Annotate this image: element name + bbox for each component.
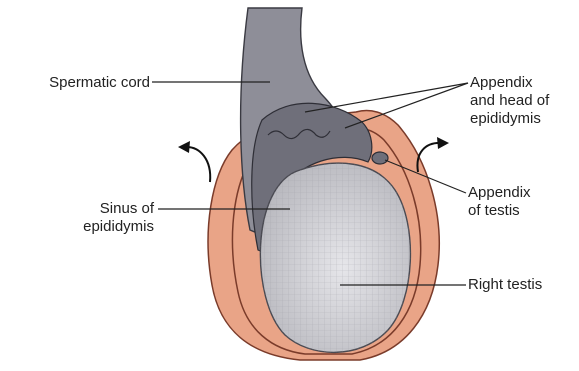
label-appendix-of-testis: Appendix of testis <box>468 184 531 220</box>
leader-appendix-head-a <box>345 83 468 128</box>
label-sinus-of-epididymis: Sinus of epididymis <box>50 200 154 236</box>
curved-arrow-left-icon <box>178 141 210 182</box>
label-appendix-line3: epididymis <box>470 110 549 128</box>
label-appendix-line1: Appendix <box>470 74 549 92</box>
label-spermatic-cord: Spermatic cord <box>2 74 150 92</box>
appendix-of-testis <box>372 152 388 164</box>
testis-texture <box>260 163 410 352</box>
label-right-testis: Right testis <box>468 276 542 294</box>
label-appendix-line2: and head of <box>470 92 549 110</box>
label-sinus-line2: epididymis <box>50 218 154 236</box>
label-right-testis-text: Right testis <box>468 276 542 293</box>
label-appendix-testis-line1: Appendix <box>468 184 531 202</box>
leader-appendix-head-b <box>305 83 468 112</box>
label-appendix-testis-line2: of testis <box>468 202 531 220</box>
label-sinus-line1: Sinus of <box>50 200 154 218</box>
label-spermatic-cord-text: Spermatic cord <box>49 74 150 91</box>
label-appendix-head-epididymis: Appendix and head of epididymis <box>470 74 549 128</box>
